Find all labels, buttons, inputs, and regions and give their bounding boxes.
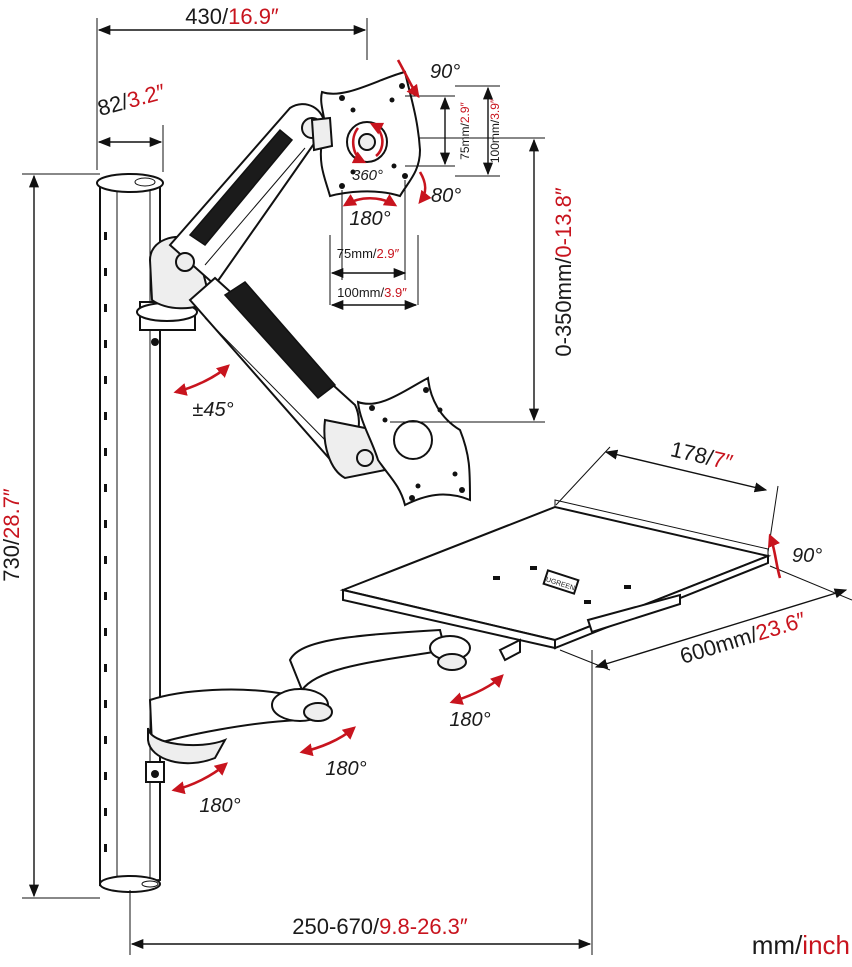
- arm-reach-mm: 0-350mm: [551, 264, 576, 357]
- svg-text:mm/inch: mm/inch: [752, 930, 850, 960]
- mounting-pole: [96, 173, 164, 893]
- pole-height-dimension: 730/28.7″: [0, 173, 100, 899]
- tray-swivel-indicator: 180°: [449, 674, 504, 731]
- pole-offset-dimension: 82/3.2″: [95, 79, 168, 172]
- pole-offset-inch: 3.2″: [124, 79, 168, 113]
- rotation-indicator: 360°: [351, 122, 385, 184]
- bottom-reach-inch: 9.8-26.3″: [379, 914, 468, 939]
- pole-holes: [104, 232, 107, 852]
- svg-text:730/28.7″: 730/28.7″: [0, 488, 24, 582]
- pole-height-inch: 28.7″: [0, 488, 24, 539]
- svg-text:80°: 80°: [431, 185, 461, 207]
- svg-text:180°: 180°: [325, 758, 366, 780]
- unit-inch: inch: [802, 930, 850, 960]
- top-width-inch: 16.9″: [228, 4, 279, 29]
- svg-text:75mm/2.9″: 75mm/2.9″: [337, 246, 400, 261]
- vesa-100-horizontal: 100mm/3.9″: [329, 235, 419, 311]
- svg-text:360°: 360°: [352, 167, 383, 184]
- unit-legend: mm/inch: [752, 930, 850, 960]
- mid-swivel-indicator: 180°: [299, 726, 367, 780]
- tilt-down-indicator: 80°: [418, 171, 461, 207]
- arm-tilt-indicator: ±45°: [173, 364, 234, 421]
- tray-arm: [145, 338, 471, 783]
- svg-text:±45°: ±45°: [192, 399, 233, 421]
- tray-width-inch: 23.6″: [753, 607, 809, 646]
- svg-text:90°: 90°: [792, 545, 822, 567]
- swivel-head-indicator: 180°: [342, 194, 398, 230]
- svg-text:180°: 180°: [349, 208, 390, 230]
- svg-text:600mm/23.6″: 600mm/23.6″: [677, 607, 809, 669]
- top-width-dimension: 430/16.9″: [96, 4, 368, 170]
- tray-depth-dimension: 178/7″: [555, 436, 779, 553]
- svg-text:82/3.2″: 82/3.2″: [95, 79, 168, 121]
- tray-tilt-indicator: 90°: [767, 533, 822, 579]
- vesa-100-vertical: 100mm/3.9″: [455, 85, 502, 177]
- vesa-75-horizontal: 75mm/2.9″: [330, 180, 407, 280]
- vesa-plate-bottom: [356, 376, 472, 507]
- svg-text:90°: 90°: [430, 61, 460, 83]
- base-swivel-indicator: 180°: [171, 762, 241, 817]
- monitor-arm: [136, 103, 387, 480]
- svg-text:75mm/2.9″: 75mm/2.9″: [458, 101, 472, 159]
- svg-text:100mm/3.9″: 100mm/3.9″: [337, 285, 407, 300]
- tilt-up-indicator: 90°: [396, 59, 460, 99]
- bottom-reach-mm: 250-670: [292, 914, 373, 939]
- tray-depth-mm: 178: [668, 436, 709, 469]
- vesa-75-vertical: 75mm/2.9″: [405, 95, 472, 167]
- svg-text:180°: 180°: [199, 795, 240, 817]
- tray-depth-inch: 7″: [710, 446, 735, 475]
- svg-text:430/16.9″: 430/16.9″: [185, 4, 279, 29]
- svg-text:100mm/3.9″: 100mm/3.9″: [488, 98, 502, 163]
- top-width-mm: 430: [185, 4, 222, 29]
- unit-mm: mm: [752, 930, 795, 960]
- svg-text:250-670/9.8-26.3″: 250-670/9.8-26.3″: [292, 914, 468, 939]
- svg-text:0-350mm/0-13.8″: 0-350mm/0-13.8″: [551, 187, 576, 356]
- pole-height-mm: 730: [0, 545, 24, 582]
- bottom-reach-dimension: 250-670/9.8-26.3″: [129, 650, 593, 955]
- arm-reach-dimension: 0-350mm/0-13.8″: [390, 137, 576, 423]
- svg-text:180°: 180°: [449, 709, 490, 731]
- arm-reach-inch: 0-13.8″: [551, 187, 576, 257]
